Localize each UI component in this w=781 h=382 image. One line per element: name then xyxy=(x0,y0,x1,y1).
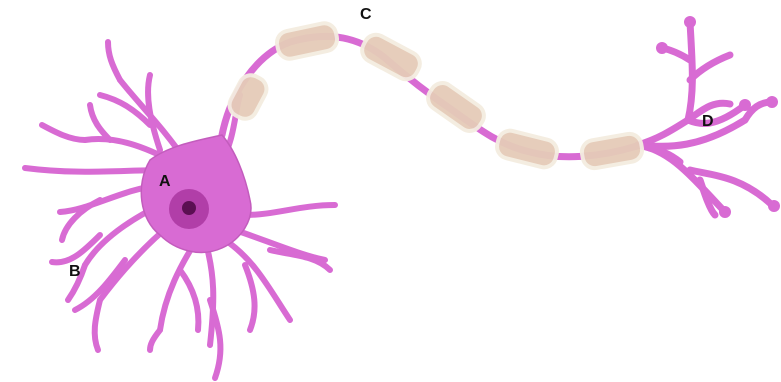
myelin-segment xyxy=(225,71,270,123)
label-axon: C xyxy=(360,7,372,23)
label-soma: A xyxy=(159,174,171,190)
nucleolus xyxy=(182,201,196,215)
myelin-segment xyxy=(580,132,644,170)
axon-terminal-knobs xyxy=(656,16,780,218)
myelin-sheath xyxy=(225,21,644,170)
myelin-segment xyxy=(275,21,340,61)
myelin-segment xyxy=(358,31,424,84)
label-dendrites: B xyxy=(69,264,81,280)
myelin-segment xyxy=(495,128,560,170)
myelin-segment xyxy=(423,78,488,135)
label-axon-terminals: D xyxy=(702,114,714,130)
